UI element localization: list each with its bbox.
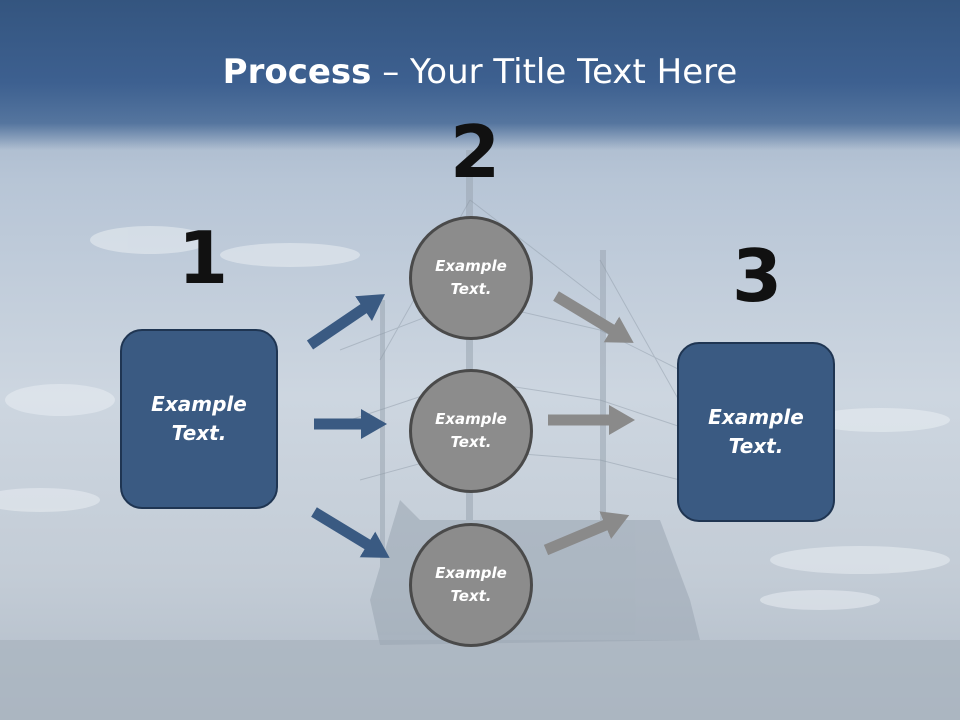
step-3-box[interactable]: Example Text. [677,342,835,522]
arrow-gray-down-right [553,291,634,343]
step-number-2: 2 [450,110,501,194]
circle-bottom[interactable]: Example Text. [409,523,533,647]
step-number-1: 1 [178,216,229,300]
title-bold: Process [222,52,372,92]
circle-top-text: Example Text. [435,257,507,298]
arrow-down-right [311,507,390,558]
step-1-text: Example Text. [151,392,247,445]
slide-title: Process – Your Title Text Here [0,52,960,92]
circle-middle-text: Example Text. [435,410,507,451]
arrow-up-right [306,294,386,350]
step-3-text: Example Text. [708,405,804,458]
arrow-gray-up-right [543,511,630,556]
circle-top[interactable]: Example Text. [409,216,533,340]
circle-bottom-text: Example Text. [435,564,507,605]
title-separator: – [371,52,411,92]
title-band [0,0,960,150]
step-1-box[interactable]: Example Text. [120,329,278,509]
title-rest: Your Title Text Here [410,52,738,92]
circle-middle[interactable]: Example Text. [409,369,533,493]
step-number-3: 3 [732,234,783,318]
